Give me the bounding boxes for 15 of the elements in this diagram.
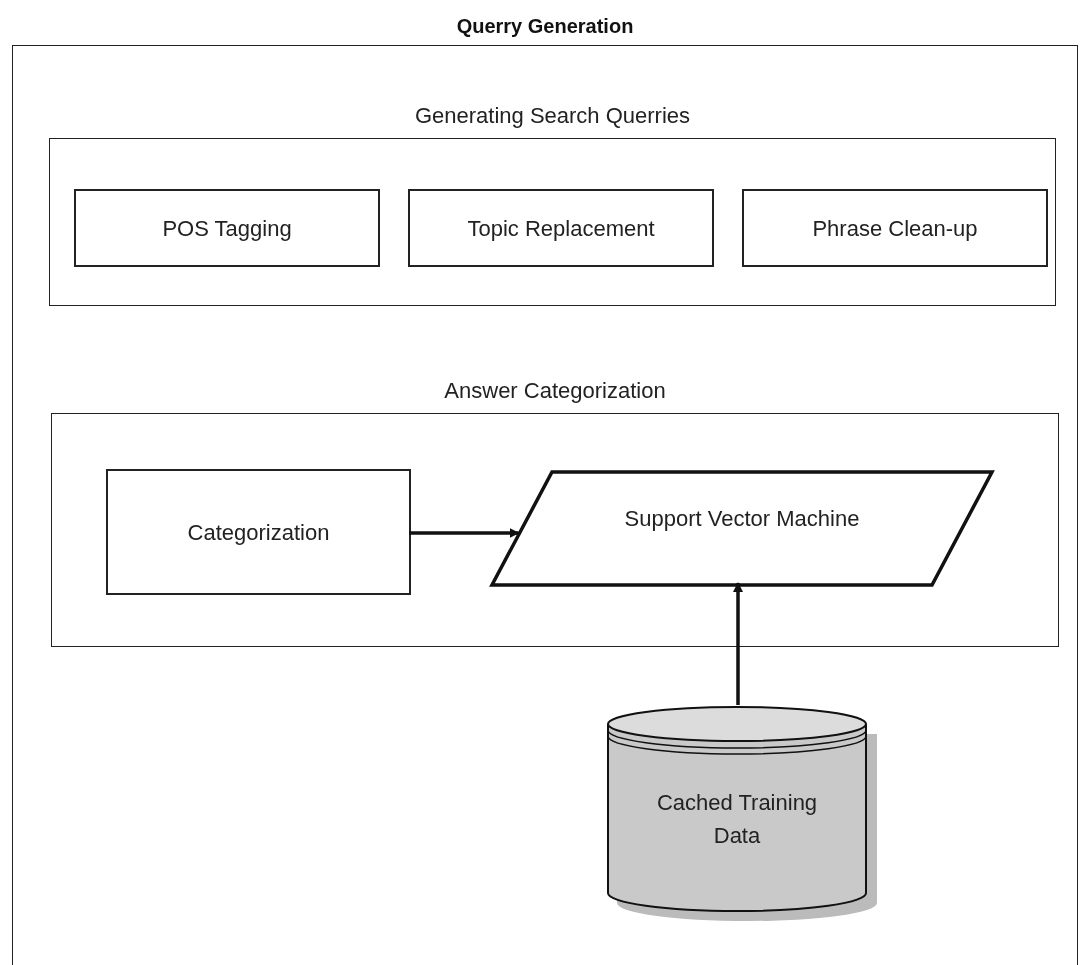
box-label: Topic Replacement [467,214,655,243]
process-box [408,189,714,267]
box-label: Categorization [187,518,330,547]
arrow [409,528,520,538]
box-label: Phrase Clean-up [812,214,978,243]
group-heading: Generating Search Querries [414,102,691,130]
box-label: POS Tagging [162,214,292,243]
process-box [74,189,380,267]
frame-heading: Querry Generation [456,14,634,39]
process-box [742,189,1048,267]
shape-label: Cached Training Data [655,789,819,850]
shape-label: Support Vector Machine [624,505,860,533]
process-box [106,469,411,595]
arrow [733,582,743,705]
group-heading: Answer Categorization [444,377,666,405]
